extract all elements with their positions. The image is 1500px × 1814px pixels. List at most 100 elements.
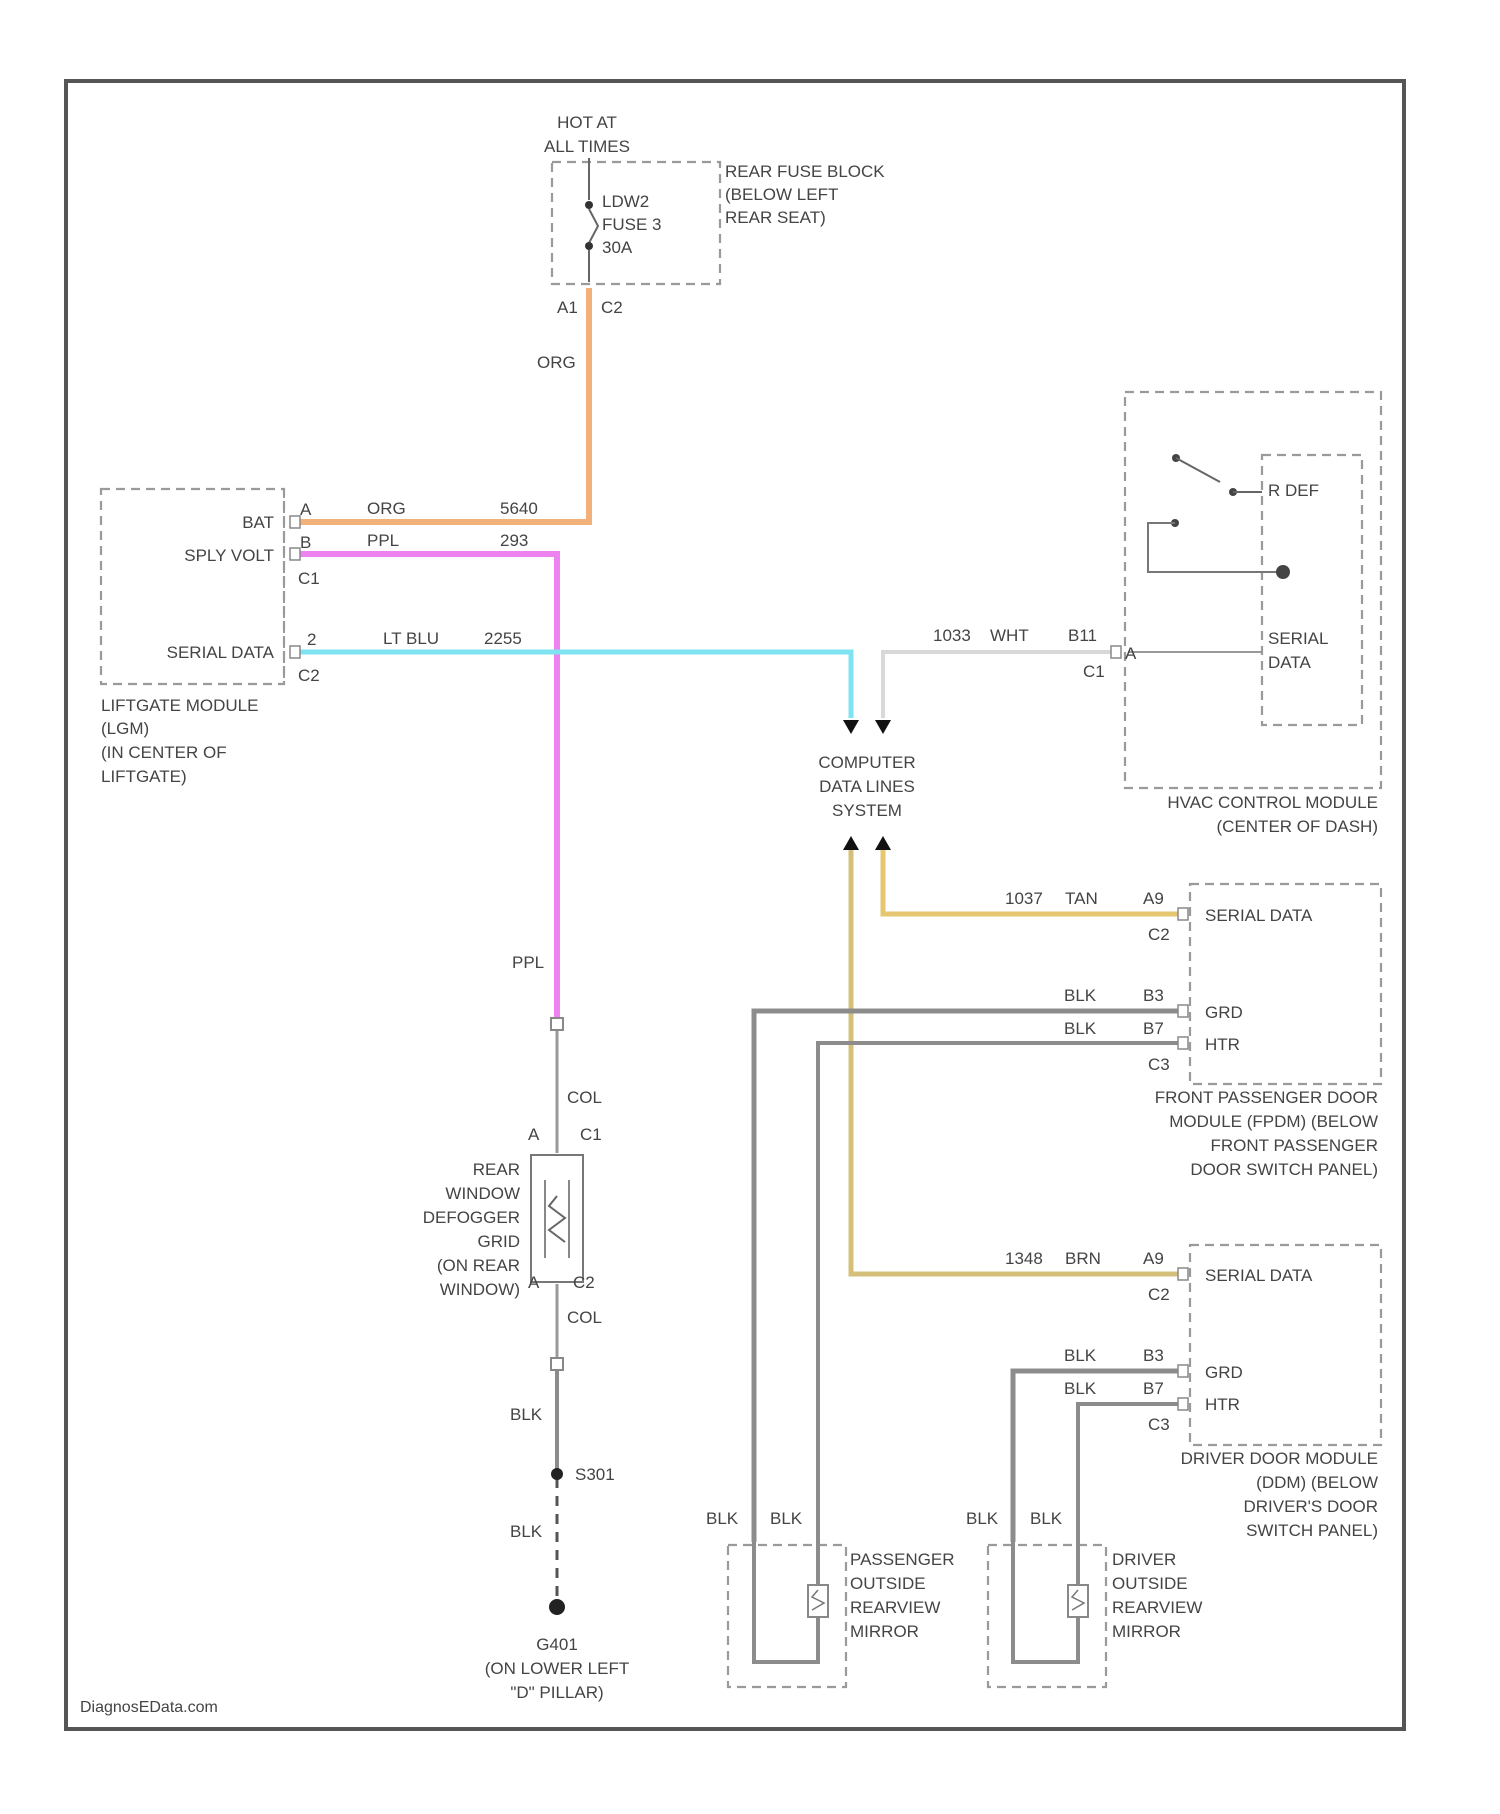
defogger-pin-a-bottom: A (528, 1273, 540, 1292)
hvac-pin-b11: B11 (1068, 626, 1097, 645)
ground-point-dot (549, 1599, 565, 1615)
fpdm-connector-c2: C2 (1148, 925, 1170, 944)
driver-outside-mirror: BLK BLK DRIVER OUTSIDE REARVIEW MIRROR (966, 1509, 1202, 1687)
defogger-col-bottom-label: COL (567, 1308, 602, 1327)
wire-brn (851, 847, 1178, 1274)
liftgate-pin-b: B (300, 533, 311, 552)
wire-wht (883, 652, 1113, 718)
passenger-mirror-heater (808, 1585, 828, 1617)
liftgate-pin-2: 2 (307, 630, 316, 649)
passenger-mirror-wire2-label: BLK (770, 1509, 803, 1528)
hvac-name-line2: (CENTER OF DASH) (1217, 817, 1379, 836)
ddm-terminal-htr (1178, 1398, 1188, 1410)
liftgate-name-line4: LIFTGATE) (101, 767, 187, 786)
liftgate-ltblu-wire-label: LT BLU (383, 629, 439, 648)
fpdm-serial-label: SERIAL DATA (1205, 906, 1313, 925)
diagram-frame (66, 81, 1404, 1729)
ddm-connector-c2: C2 (1148, 1285, 1170, 1304)
ground-wire1-label: BLK (510, 1405, 543, 1424)
driver-mirror-name-line4: MIRROR (1112, 1622, 1181, 1641)
liftgate-terminal-2 (290, 646, 300, 658)
fpdm-htr-pin: B7 (1143, 1019, 1164, 1038)
rdef-switch-blade (1176, 458, 1220, 482)
cdls-label-line2: DATA LINES (819, 777, 915, 796)
liftgate-pin-bat: BAT (242, 513, 274, 532)
liftgate-terminal-b (290, 548, 300, 560)
liftgate-ltblu-circuit-label: 2255 (484, 629, 522, 648)
ddm-grd-pin: B3 (1143, 1346, 1164, 1365)
liftgate-connector-c2: C2 (298, 666, 320, 685)
fpdm-htr-wire-label: BLK (1064, 1019, 1097, 1038)
cdls-label-line1: COMPUTER (818, 753, 915, 772)
rear-window-defogger: PPL COL A C1 A C2 COL REAR WINDOW DEFOGG… (423, 953, 602, 1370)
ddm-circuit-label: 1348 (1005, 1249, 1043, 1268)
ddm-terminal-grd (1178, 1365, 1188, 1377)
cdls-arrow-left (843, 720, 859, 734)
ground-splice-label: S301 (575, 1465, 615, 1484)
passenger-mirror-name-line2: OUTSIDE (850, 1574, 926, 1593)
defogger-grid-box (531, 1155, 583, 1282)
fpdm-connector-c3: C3 (1148, 1055, 1170, 1074)
driver-mirror-heater (1068, 1585, 1088, 1617)
computer-data-lines-system: COMPUTER DATA LINES SYSTEM (818, 720, 915, 850)
defogger-name-line1: REAR (473, 1160, 520, 1179)
ddm-name-line1: DRIVER DOOR MODULE (1181, 1449, 1378, 1468)
ddm-connector-c3: C3 (1148, 1415, 1170, 1434)
hvac-serial-label-line2: DATA (1268, 653, 1311, 672)
ddm-terminal-serial (1178, 1268, 1188, 1280)
fuse-terminal-bottom (585, 242, 593, 250)
driver-mirror-name-line3: REARVIEW (1112, 1598, 1202, 1617)
defogger-col-top-label: COL (567, 1088, 602, 1107)
fpdm-serial-pin: A9 (1143, 889, 1164, 908)
fuse-wire-color-label: ORG (537, 353, 576, 372)
driver-mirror-name-line2: OUTSIDE (1112, 1574, 1188, 1593)
ddm-wire-color-label: BRN (1065, 1249, 1101, 1268)
driver-mirror-name-line1: DRIVER (1112, 1550, 1176, 1569)
fuse-block-name-line2: (BELOW LEFT (725, 185, 838, 204)
liftgate-ppl-circuit-label: 293 (500, 531, 528, 550)
defogger-connector-c1: C1 (580, 1125, 602, 1144)
defogger-name-line3: DEFOGGER (423, 1208, 520, 1227)
ddm-htr-label: HTR (1205, 1395, 1240, 1414)
defogger-name-line5: (ON REAR (437, 1256, 520, 1275)
liftgate-name-line2: (LGM) (101, 719, 149, 738)
wire-org (299, 288, 589, 522)
passenger-mirror-wire1-label: BLK (706, 1509, 739, 1528)
fpdm-circuit-label: 1037 (1005, 889, 1043, 908)
rdef-junction-dot (1276, 565, 1290, 579)
all-times-label: ALL TIMES (544, 137, 630, 156)
hot-at-label: HOT AT (557, 113, 617, 132)
hvac-terminal (1111, 646, 1121, 658)
fpdm-wire-color-label: TAN (1065, 889, 1098, 908)
fuse-pin-label: A1 (557, 298, 578, 317)
liftgate-connector-c1: C1 (298, 569, 320, 588)
liftgate-terminal-a (290, 516, 300, 528)
ddm-serial-label: SERIAL DATA (1205, 1266, 1313, 1285)
cdls-arrow-lower-left (843, 836, 859, 850)
fpdm-name-line1: FRONT PASSENGER DOOR (1155, 1088, 1378, 1107)
fpdm-terminal-grd (1178, 1005, 1188, 1017)
liftgate-name-line1: LIFTGATE MODULE (101, 696, 258, 715)
defogger-pin-a-top: A (528, 1125, 540, 1144)
ddm-grd-label: GRD (1205, 1363, 1243, 1382)
ground-name-line2: (ON LOWER LEFT (485, 1659, 630, 1678)
wire-ltblu (299, 652, 851, 718)
defogger-connector-top (551, 1018, 563, 1030)
fuse-icon (589, 209, 598, 243)
driver-mirror-wire2-label: BLK (1030, 1509, 1063, 1528)
passenger-mirror-name-line1: PASSENGER (850, 1550, 955, 1569)
defogger-name-line6: WINDOW) (440, 1280, 520, 1299)
defogger-name-line4: GRID (478, 1232, 521, 1251)
hvac-wire-color-label: WHT (990, 626, 1029, 645)
fpdm-grd-label: GRD (1205, 1003, 1243, 1022)
liftgate-name-line3: (IN CENTER OF (101, 743, 227, 762)
hvac-pin-a: A (1125, 644, 1137, 663)
hvac-rdef-label: R DEF (1268, 481, 1319, 500)
defogger-ppl-wire-label: PPL (512, 953, 544, 972)
fpdm-terminal-htr (1178, 1037, 1188, 1049)
ddm-name-line3: DRIVER'S DOOR (1243, 1497, 1378, 1516)
fpdm-name-line3: FRONT PASSENGER (1210, 1136, 1378, 1155)
fpdm-htr-label: HTR (1205, 1035, 1240, 1054)
fpdm-name-line2: MODULE (FPDM) (BELOW (1169, 1112, 1378, 1131)
